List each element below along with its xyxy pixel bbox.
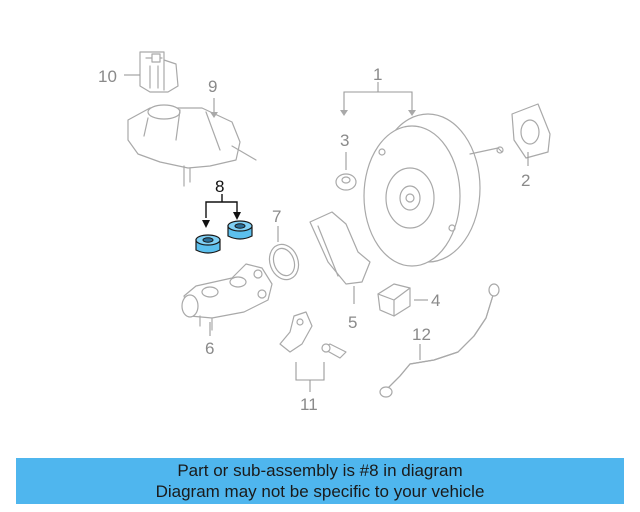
- callout-3: 3: [340, 131, 349, 150]
- arrow-8-left: [202, 220, 210, 228]
- part-11-sensor-and-bolt: [279, 311, 347, 359]
- callout-8: 8: [215, 177, 224, 196]
- part-8-grommet-left: [195, 234, 221, 254]
- leader-11: [295, 362, 325, 381]
- callout-2: 2: [521, 171, 530, 190]
- leader-8: [205, 201, 238, 218]
- part-6-master-cylinder: [181, 263, 273, 331]
- parts-diagram: 10 9 8 7 6: [98, 51, 551, 414]
- part-9-reservoir: [127, 104, 257, 187]
- part-8-grommet-right: [227, 220, 253, 240]
- callout-7: 7: [272, 207, 281, 226]
- arrow-8-right: [233, 212, 241, 220]
- callout-10: 10: [98, 67, 117, 86]
- callout-6: 6: [205, 339, 214, 358]
- arrow-1-right: [408, 110, 416, 116]
- banner-line-1: Part or sub-assembly is #8 in diagram: [177, 461, 463, 480]
- callout-5: 5: [348, 313, 357, 332]
- part-3-grommet: [335, 173, 357, 191]
- part-7-o-ring: [268, 243, 300, 281]
- banner-line-2: Diagram may not be specific to your vehi…: [155, 482, 485, 501]
- arrow-9: [210, 112, 218, 118]
- callout-4: 4: [431, 291, 440, 310]
- part-1-brake-booster: [363, 113, 504, 267]
- callout-1: 1: [373, 65, 382, 84]
- leader-1: [343, 91, 413, 112]
- arrow-1-left: [340, 110, 348, 116]
- part-5-heat-shield: [309, 211, 371, 285]
- callout-11: 11: [300, 395, 318, 414]
- part-2-gasket: [511, 103, 551, 159]
- info-banner: Part or sub-assembly is #8 in diagram Di…: [16, 458, 624, 504]
- callout-9: 9: [208, 77, 217, 96]
- part-4-bracket: [377, 283, 411, 317]
- part-10-reservoir-cap: [139, 51, 179, 93]
- callout-12: 12: [412, 325, 431, 344]
- part-12-vacuum-hose: [379, 283, 500, 398]
